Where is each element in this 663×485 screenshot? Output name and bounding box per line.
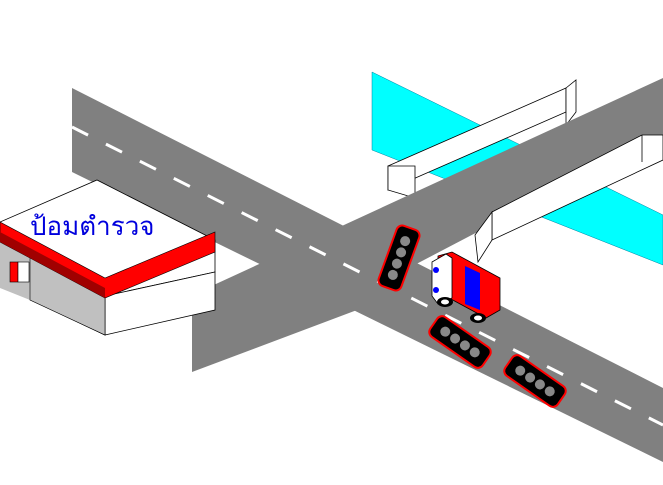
police-booth-label: ป้อมตำรวจ xyxy=(30,212,155,242)
police-booth-icon xyxy=(0,179,216,336)
traffic-light-icon xyxy=(428,315,492,369)
bridge-railing-back xyxy=(387,79,577,199)
road-crossing xyxy=(192,78,663,372)
traffic-light-icon xyxy=(503,354,567,408)
car-icon xyxy=(431,251,501,323)
bridge-railing-front xyxy=(474,134,663,264)
traffic-light-icon xyxy=(377,224,421,292)
